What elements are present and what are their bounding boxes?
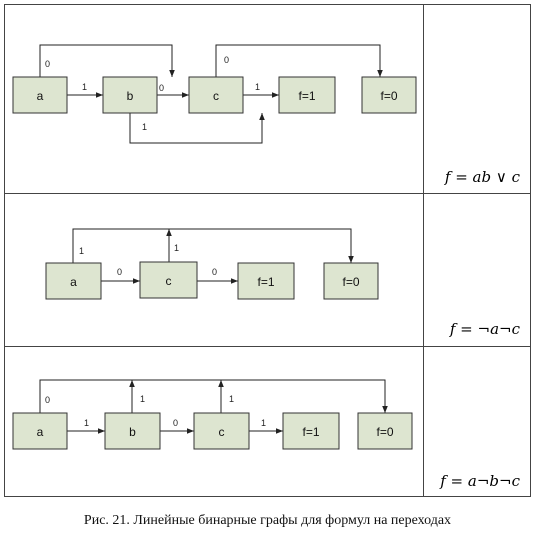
panel-3: 1 0 0 1 1 1 a b c f=1 xyxy=(12,379,521,490)
edges xyxy=(72,228,354,284)
svg-text:a: a xyxy=(70,275,77,289)
edge-label-b-t0: 1 xyxy=(140,394,145,404)
edge-label-a-b: 1 xyxy=(84,418,89,428)
svg-text:f=0: f=0 xyxy=(380,89,397,103)
edge-labels: 0 1 0 1 xyxy=(79,243,217,277)
edge-label-b-c: 0 xyxy=(159,83,164,93)
nodes: a b c f=1 f=0 xyxy=(12,76,417,114)
edge-label-a-t0: 0 xyxy=(45,395,50,405)
edge-a-t0 xyxy=(72,228,354,263)
edge-label-c-t0: 1 xyxy=(229,394,234,404)
figure-caption: Рис. 21. Линейные бинарные графы для фор… xyxy=(83,513,452,528)
svg-text:f=1: f=1 xyxy=(257,275,274,289)
node-b: b xyxy=(104,412,161,450)
node-c: c xyxy=(139,261,198,299)
edge-b-t1 xyxy=(129,113,265,144)
nodes: a b c f=1 f=0 xyxy=(12,412,413,450)
node-a: a xyxy=(12,76,68,114)
edge-label-c-t1: 1 xyxy=(255,82,260,92)
svg-text:c: c xyxy=(166,274,172,288)
node-f0: f=0 xyxy=(357,412,413,450)
svg-text:a: a xyxy=(37,425,44,439)
panel-1: 1 0 0 1 1 0 a b c f=1 xyxy=(12,44,521,186)
edge-label-b-c: 0 xyxy=(173,418,178,428)
node-b: b xyxy=(102,76,158,114)
edge-a-t0 xyxy=(39,379,388,413)
formula-panel-1: f = ab ∨ c xyxy=(444,168,521,186)
edge-labels: 1 0 0 1 1 0 xyxy=(45,55,260,132)
svg-text:f=1: f=1 xyxy=(302,425,319,439)
formula-panel-3: f = a¬b¬c xyxy=(439,472,520,490)
edge-label-c-t0: 1 xyxy=(174,243,179,253)
edge-c-t0 xyxy=(215,44,383,77)
node-f0: f=0 xyxy=(361,76,417,114)
edges xyxy=(39,44,383,144)
svg-text:b: b xyxy=(129,425,136,439)
edges xyxy=(39,379,388,434)
edge-label-a-t0: 1 xyxy=(79,246,84,256)
edge-label-c-t1: 0 xyxy=(212,267,217,277)
table-frame xyxy=(4,4,531,497)
edge-a-c xyxy=(39,44,175,77)
nodes: a c f=1 f=0 xyxy=(45,261,379,300)
edge-label-a-b: 1 xyxy=(82,82,87,92)
panel-2: 0 1 0 1 a c f=1 f=0 f = ¬a¬c xyxy=(45,228,521,338)
edge-label-a-c: 0 xyxy=(117,267,122,277)
svg-text:f=0: f=0 xyxy=(376,425,393,439)
node-f1: f=1 xyxy=(237,262,295,300)
node-c: c xyxy=(193,412,250,450)
svg-text:f=1: f=1 xyxy=(298,89,315,103)
svg-text:c: c xyxy=(213,89,219,103)
edge-label-a-c: 0 xyxy=(45,59,50,69)
edge-label-c-t0: 0 xyxy=(224,55,229,65)
node-f1: f=1 xyxy=(278,76,336,114)
svg-text:a: a xyxy=(37,89,44,103)
node-a: a xyxy=(12,412,68,450)
svg-text:c: c xyxy=(219,425,225,439)
svg-text:b: b xyxy=(127,89,134,103)
node-c: c xyxy=(188,76,244,114)
svg-text:f=0: f=0 xyxy=(342,275,359,289)
edge-label-c-t1: 1 xyxy=(261,418,266,428)
node-f0: f=0 xyxy=(323,262,379,300)
formula-panel-2: f = ¬a¬c xyxy=(449,320,521,338)
edge-label-b-t1: 1 xyxy=(142,122,147,132)
node-a: a xyxy=(45,262,102,300)
node-f1: f=1 xyxy=(282,412,340,450)
edge-labels: 1 0 0 1 1 1 xyxy=(45,394,266,428)
